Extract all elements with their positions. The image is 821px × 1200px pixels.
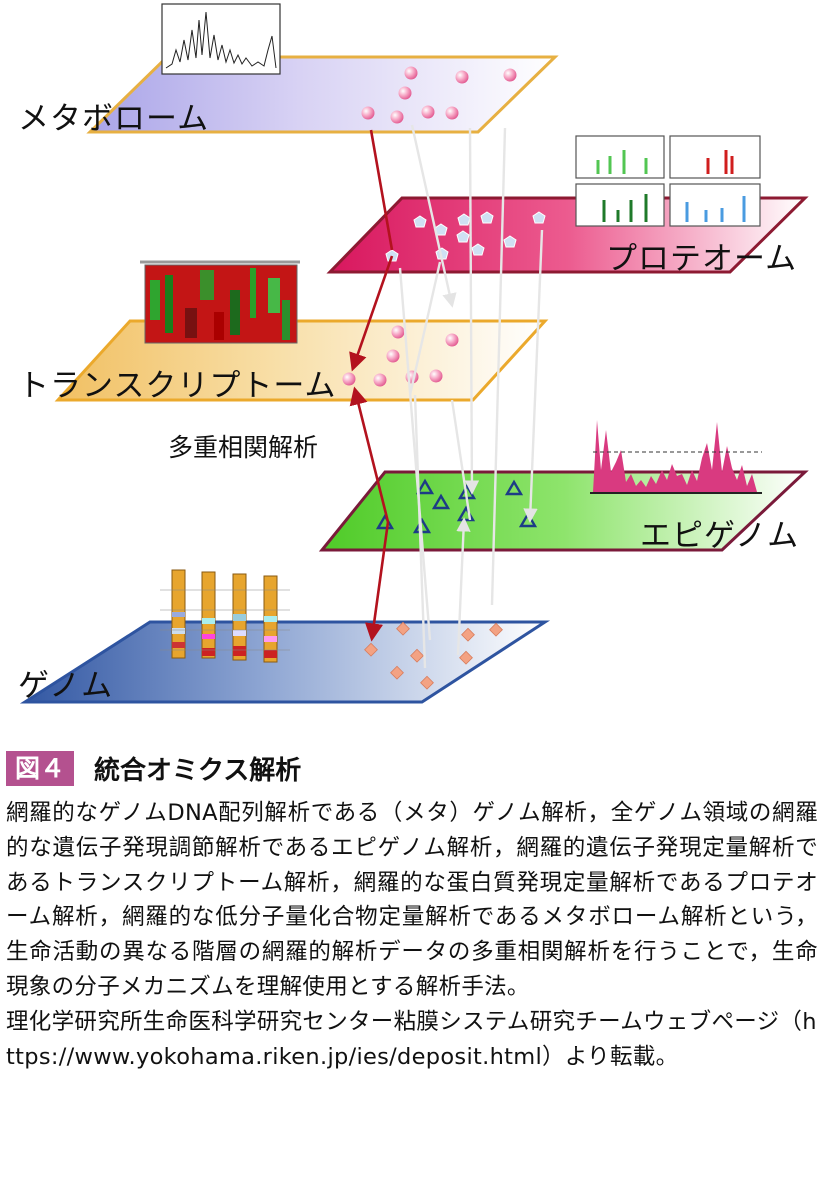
proteome-label: プロテオーム — [606, 241, 798, 277]
figure-number-badge: 図４ — [6, 750, 75, 786]
genome-label: ゲノム — [18, 668, 114, 704]
chromosome-bars-icon — [160, 569, 290, 663]
epigenome-label: エピゲノム — [640, 518, 800, 554]
metabolome-layer — [86, 3, 559, 134]
metabolite-spectrum-icon — [161, 3, 281, 75]
genome-layer — [19, 569, 551, 704]
transcriptome-label: トランスクリプトーム — [18, 368, 337, 404]
epigenome-peak-chart-icon — [590, 420, 762, 494]
cross-layer-links — [398, 124, 544, 669]
caption-body: 網羅的なゲノムDNA配列解析である（メタ）ゲノム解析，全ゲノム領域の網羅的な遺伝… — [6, 800, 818, 1000]
figure-caption: 図４ 統合オミクス解析 網羅的なゲノムDNA配列解析である（メタ）ゲノム解析，全… — [6, 748, 818, 1074]
mass-spectra-icon — [575, 135, 761, 227]
omics-layer-svg — [19, 3, 809, 704]
epigenome-layer — [318, 420, 809, 552]
integrated-omics-diagram: メタボローム プロテオーム トランスクリプトーム 多重相関解析 エピゲノム ゲノ… — [18, 3, 809, 704]
proteome-layer — [326, 135, 809, 274]
caption-source: 理化学研究所生命医科学研究センター粘膜システム研究チームウェブページ（https… — [6, 1008, 817, 1070]
multiple-correlation-label: 多重相関解析 — [168, 433, 319, 462]
expression-heatmap-icon — [140, 260, 300, 344]
metabolome-label: メタボローム — [18, 101, 210, 137]
multiple-correlation-arrows — [349, 129, 394, 642]
figure-title-row: 図４ 統合オミクス解析 — [6, 748, 818, 788]
figure-title: 統合オミクス解析 — [94, 755, 302, 786]
